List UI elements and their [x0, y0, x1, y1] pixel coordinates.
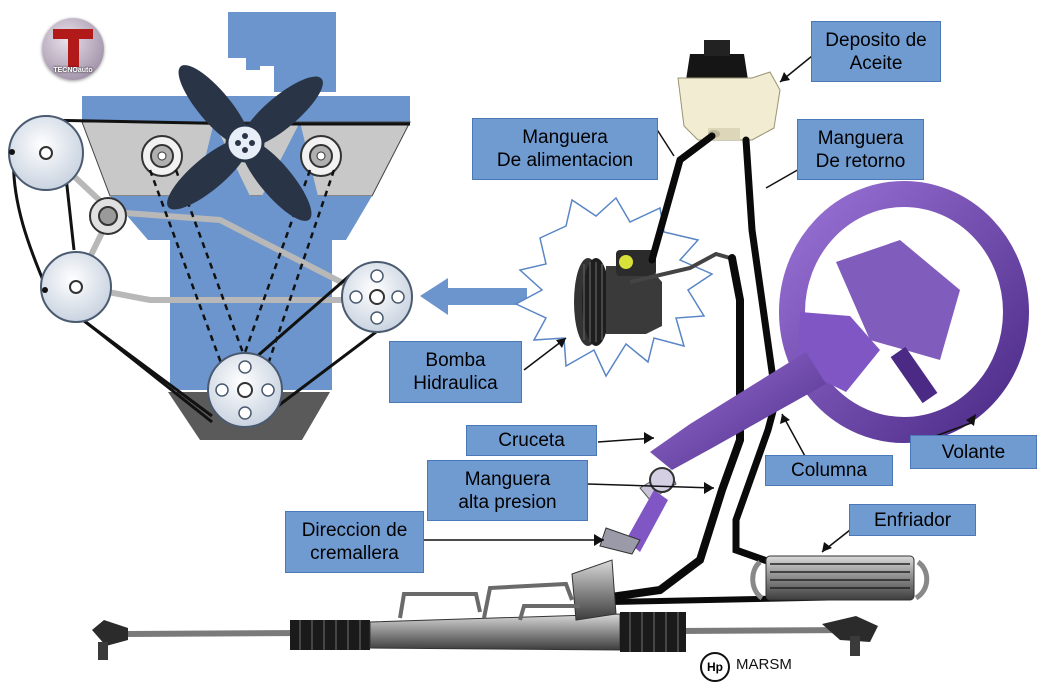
- oil-reservoir-icon: [678, 40, 780, 140]
- label-line: Deposito de: [825, 29, 926, 52]
- label-line: Columna: [791, 459, 867, 482]
- label-enfriador: Enfriador: [849, 504, 976, 536]
- hydraulic-pump-icon: [516, 198, 730, 376]
- label-manguera-alta-presion: Manguera alta presion: [427, 460, 588, 521]
- label-line: cremallera: [310, 542, 399, 565]
- label-columna: Columna: [765, 455, 893, 486]
- arrow-left-icon: [420, 278, 527, 315]
- label-line: Manguera: [465, 468, 551, 491]
- label-deposito-aceite: Deposito de Aceite: [811, 21, 941, 82]
- label-manguera-alimentacion: Manguera De alimentacion: [472, 118, 658, 180]
- logo-t-stem: [68, 37, 79, 67]
- label-volante: Volante: [910, 435, 1037, 469]
- label-line: Volante: [942, 441, 1005, 464]
- watermark-text: MARSM: [736, 656, 792, 673]
- label-line: Cruceta: [498, 429, 565, 452]
- label-line: Manguera: [522, 126, 608, 149]
- label-line: Manguera: [818, 127, 904, 150]
- marsm-watermark: Hp MARSM: [700, 652, 820, 682]
- tecnoauto-logo: TECNOauto: [42, 18, 104, 80]
- label-line: Bomba: [425, 349, 485, 372]
- cooler-icon: [753, 556, 927, 600]
- label-line: Hidraulica: [413, 372, 497, 395]
- label-line: alta presion: [458, 491, 556, 514]
- label-line: De retorno: [816, 150, 906, 173]
- steering-rack-icon: [92, 560, 878, 660]
- label-direccion-cremallera: Direccion de cremallera: [285, 511, 424, 573]
- label-line: Enfriador: [874, 509, 951, 532]
- label-bomba-hidraulica: Bomba Hidraulica: [389, 341, 522, 403]
- label-manguera-retorno: Manguera De retorno: [797, 119, 924, 180]
- steering-wheel-icon: [792, 194, 1016, 430]
- hp-symbol-icon: Hp: [700, 652, 730, 682]
- logo-text: TECNOauto: [42, 67, 104, 74]
- label-cruceta: Cruceta: [466, 425, 597, 456]
- label-line: De alimentacion: [497, 149, 633, 172]
- label-line: Aceite: [850, 52, 903, 75]
- label-line: Direccion de: [302, 519, 408, 542]
